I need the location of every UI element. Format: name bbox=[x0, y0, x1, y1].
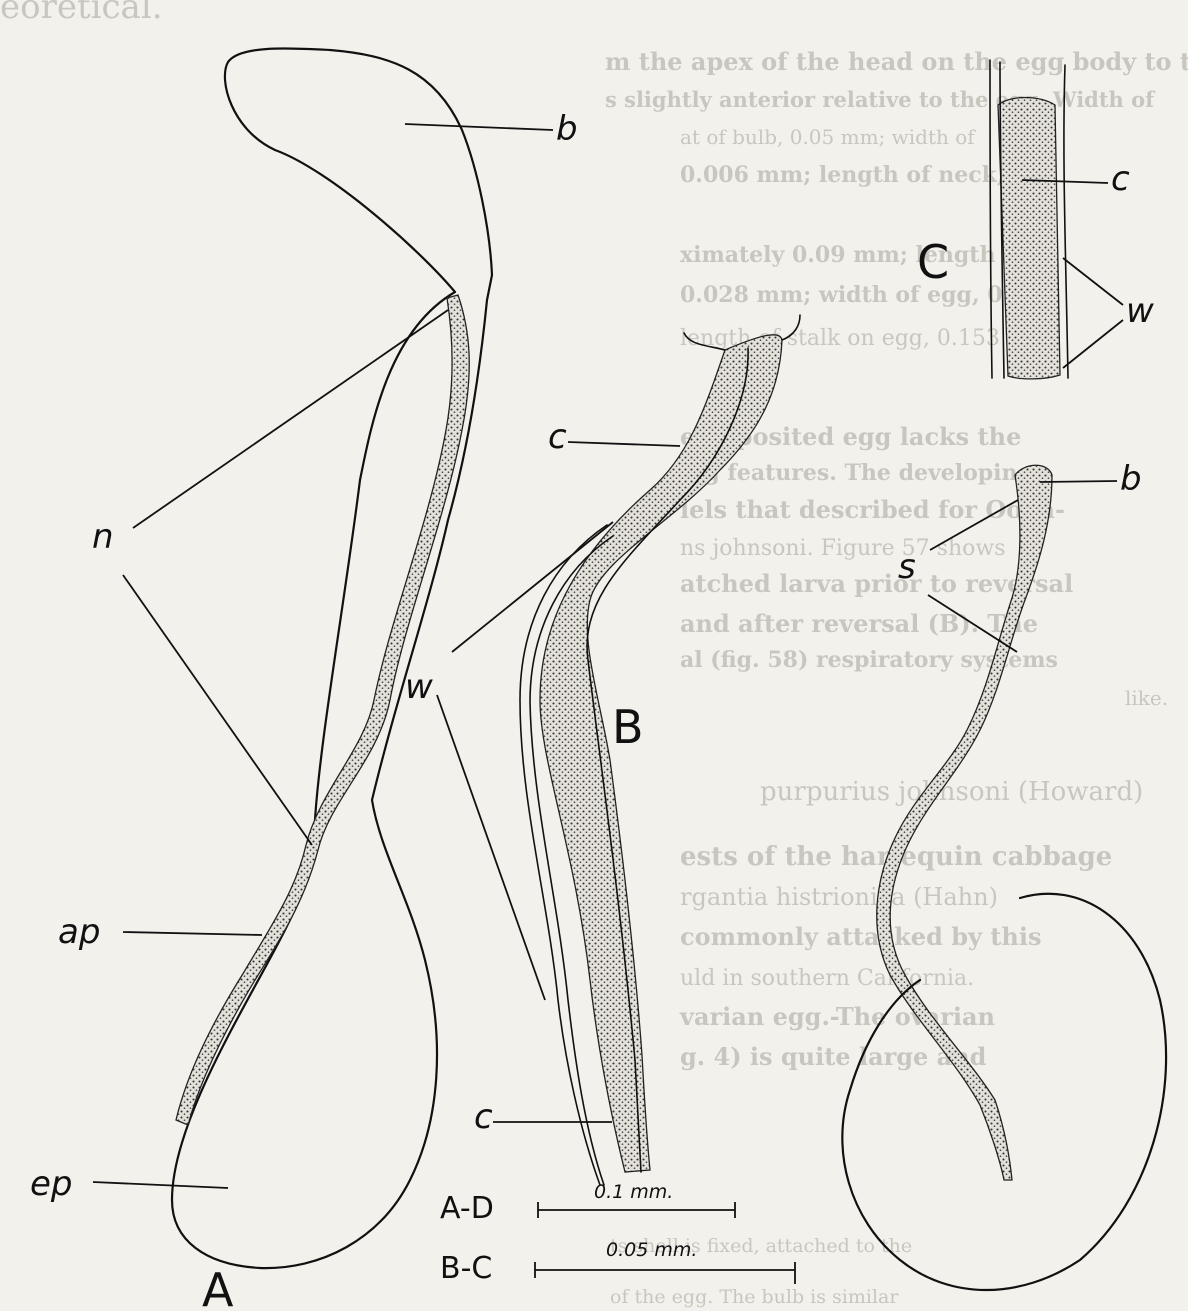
leader-c-b-upper bbox=[568, 442, 680, 446]
bg-line: ximately 0.09 mm; length of bbox=[680, 242, 1029, 268]
bg-line: eoretical. bbox=[0, 0, 163, 27]
bg-line: length of stalk on egg, 0.153 bbox=[680, 326, 1000, 351]
label-b-d: b bbox=[1120, 459, 1142, 499]
scale-bars: A-D 0.1 mm. B-C 0.05 mm. bbox=[440, 1181, 795, 1286]
bg-line: uld in southern California. bbox=[680, 966, 974, 991]
bg-line: varian egg.-The ovarian bbox=[679, 1002, 995, 1031]
bg-line: 0.006 mm; length of neck, ap- bbox=[680, 162, 1051, 188]
leader-b-a bbox=[405, 124, 553, 130]
label-c-b-lower: c bbox=[474, 1097, 493, 1137]
egg-a-stipple-band bbox=[176, 295, 469, 1125]
leader-w-c-upper bbox=[1063, 258, 1123, 305]
bg-line: lels that described for Ooen- bbox=[680, 495, 1065, 524]
scale-bar-value: 0.05 mm. bbox=[606, 1239, 697, 1261]
label-n: n bbox=[92, 517, 114, 557]
panel-letter-b: B bbox=[612, 700, 644, 754]
bg-line: and after reversal (B). The bbox=[680, 609, 1038, 638]
bg-line: purpurius johnsoni (Howard) bbox=[760, 777, 1143, 807]
bg-line: ns johnsoni. Figure 57 shows bbox=[680, 536, 1005, 561]
leader-ep bbox=[93, 1182, 228, 1188]
leader-w-c-lower bbox=[1063, 320, 1123, 368]
panel-letter-c: C bbox=[917, 235, 949, 289]
label-c-c: c bbox=[1111, 159, 1130, 199]
bg-line: of the egg. The bulb is similar bbox=[610, 1286, 899, 1308]
label-s: s bbox=[898, 547, 916, 587]
bg-line: like. bbox=[1125, 686, 1168, 710]
bg-line: commonly attacked by this bbox=[680, 922, 1041, 951]
bg-line: at of bulb, 0.05 mm; width of bbox=[680, 125, 976, 149]
bg-line: m the apex of the head on the egg body t… bbox=[605, 47, 1188, 76]
egg-a-outline bbox=[172, 48, 492, 1268]
scale-bar-label: A-D bbox=[440, 1191, 494, 1226]
panel-letter-a: A bbox=[202, 1263, 234, 1311]
scale-bar-label: B-C bbox=[440, 1251, 492, 1286]
label-w-b: w bbox=[405, 667, 433, 707]
bg-line: rgantia histrionica (Hahn) bbox=[680, 883, 998, 911]
leader-w-lower bbox=[437, 695, 545, 1000]
bg-line: s slightly anterior relative to the egg.… bbox=[605, 87, 1156, 112]
leader-ap bbox=[123, 932, 262, 935]
scale-bar-value: 0.1 mm. bbox=[594, 1181, 673, 1203]
bg-line: ing features. The developing bbox=[680, 460, 1033, 486]
leader-n-upper bbox=[133, 310, 448, 528]
label-w-c: w bbox=[1126, 291, 1154, 331]
label-b-a: b bbox=[556, 109, 578, 149]
egg-c-stalk bbox=[998, 98, 1060, 379]
label-ap: ap bbox=[58, 912, 100, 952]
label-ep: ep bbox=[30, 1164, 73, 1204]
egg-drawing-a bbox=[172, 48, 492, 1268]
bg-line: 0.028 mm; width of egg, 0.09 bbox=[680, 282, 1041, 308]
label-c-b-upper: c bbox=[548, 417, 567, 457]
leader-n-lower bbox=[123, 575, 312, 845]
leader-b-d bbox=[1040, 481, 1117, 482]
